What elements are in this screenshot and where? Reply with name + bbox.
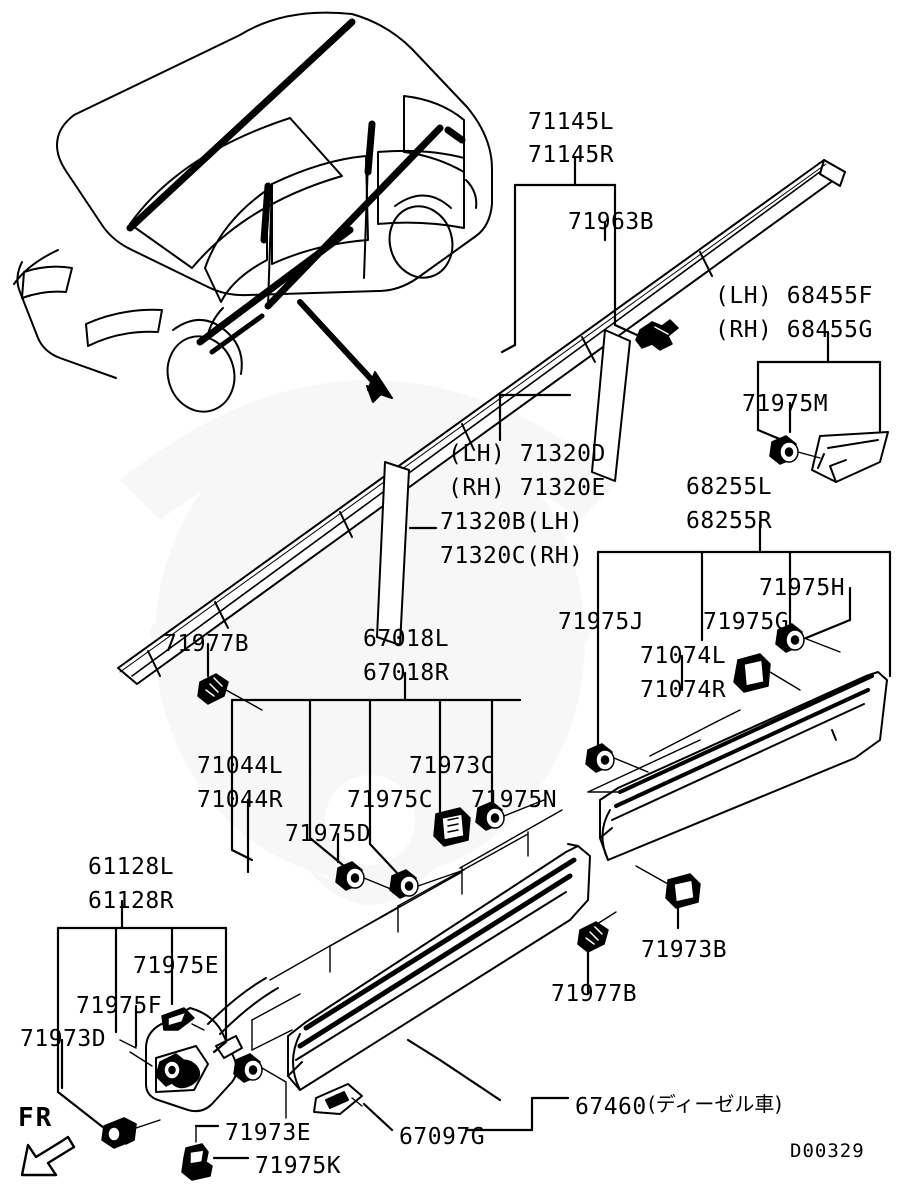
part-71145R: 71145R [528, 142, 615, 168]
part-71975M: 71975M [742, 391, 829, 417]
mudguard-assembly-61128 [101, 977, 287, 1181]
part-71320C: 71320C(RH) [440, 543, 584, 569]
rocker-panel-right [585, 623, 888, 909]
part-71320D: (LH) 71320D [448, 441, 606, 467]
leader-lines [56, 155, 892, 1160]
part-71975C: 71975C [347, 787, 434, 813]
part-71975K: 71975K [255, 1153, 342, 1179]
part-71977B-right: 71977B [551, 981, 638, 1007]
part-71975D: 71975D [285, 821, 372, 847]
part-61128R: 61128R [88, 888, 175, 914]
part-71975N: 71975N [471, 787, 558, 813]
part-68255R: 68255R [686, 508, 773, 534]
pillar-trim-71320 [376, 329, 631, 646]
part-71975J: 71975J [558, 609, 645, 635]
part-67018R: 67018R [363, 660, 450, 686]
part-71973B: 71973B [641, 937, 728, 963]
roof-side-molding-part [117, 159, 846, 685]
diesel-vehicle-note: (ディーゼル車) [648, 1092, 783, 1116]
part-71973C: 71973C [409, 753, 496, 779]
part-71975G: 71975G [703, 609, 790, 635]
part-71320B: 71320B(LH) [440, 509, 584, 535]
part-71044R: 71044R [197, 787, 284, 813]
part-68455F: (LH) 68455F [715, 283, 873, 309]
fr-direction-arrow-icon [20, 1135, 76, 1177]
clip-71963B [635, 319, 679, 351]
part-71074R: 71074R [640, 677, 727, 703]
fr-direction-label: FR [18, 1103, 54, 1133]
part-71977B-left: 71977B [163, 631, 250, 657]
part-71975F: 71975F [76, 993, 163, 1019]
part-67097G: 67097G [399, 1124, 486, 1150]
part-71975E: 71975E [133, 953, 220, 979]
part-71975H: 71975H [759, 575, 846, 601]
part-67460: 67460 [575, 1094, 647, 1120]
garnish-68455 [769, 431, 889, 483]
part-71973D: 71973D [20, 1026, 107, 1052]
part-68455G: (RH) 68455G [715, 317, 873, 343]
part-71973E: 71973E [225, 1120, 312, 1146]
part-67097G-shape [313, 1083, 363, 1115]
part-71145L: 71145L [528, 109, 615, 135]
part-68255L: 68255L [686, 474, 773, 500]
side-sill-molding-main [197, 673, 617, 1091]
vehicle-illustration [13, 11, 493, 413]
part-71044L: 71044L [197, 753, 284, 779]
part-67018L: 67018L [363, 626, 450, 652]
part-71074L: 71074L [640, 643, 727, 669]
part-61128L: 61128L [88, 854, 175, 880]
part-71963B: 71963B [568, 209, 655, 235]
part-71320E: (RH) 71320E [448, 475, 606, 501]
diagram-code: D00329 [790, 1140, 865, 1162]
